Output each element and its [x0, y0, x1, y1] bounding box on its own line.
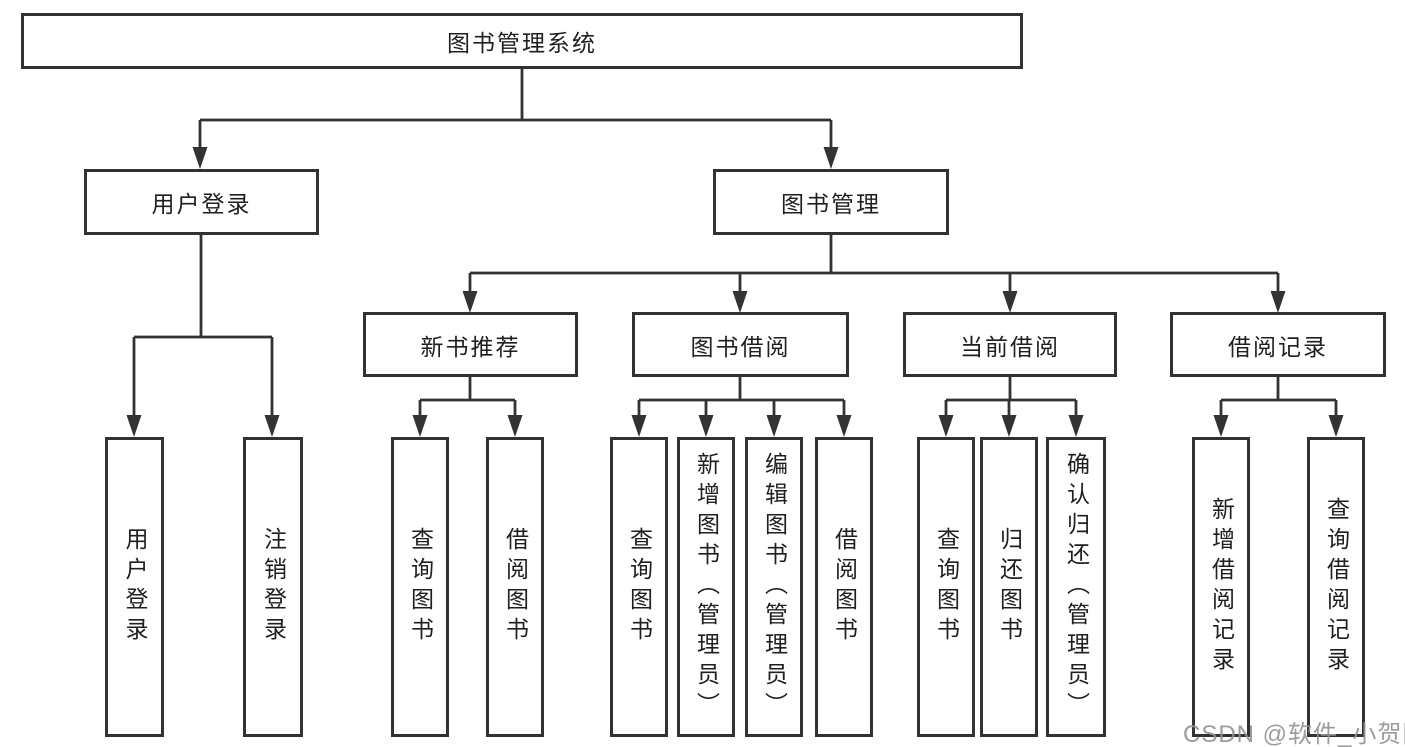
node-label: 编辑图书（管理员） — [761, 452, 788, 722]
leaf-query-book-borrowing: 查询图书 — [610, 437, 668, 737]
leaf-logout: 注销登录 — [243, 437, 303, 737]
leaf-confirm-return-admin: 确认归还（管理员） — [1046, 437, 1106, 737]
leaf-query-book-current: 查询图书 — [917, 437, 975, 737]
node-label: 借阅图书 — [502, 527, 529, 647]
node-label: 借阅记录 — [1228, 333, 1328, 360]
leaf-query-book-recommend: 查询图书 — [391, 437, 449, 737]
arrowheads — [126, 147, 1344, 437]
node-book-management-branch: 图书管理 — [713, 169, 949, 235]
leaf-add-book-admin: 新增图书（管理员） — [677, 437, 735, 737]
node-label: 新增借阅记录 — [1208, 497, 1235, 677]
node-label: 图书借阅 — [690, 333, 791, 360]
node-library-management-system: 图书管理系统 — [21, 13, 1023, 69]
leaf-user-login: 用户登录 — [105, 437, 164, 737]
node-label: 查询图书 — [933, 527, 960, 647]
leaf-edit-book-admin: 编辑图书（管理员） — [745, 437, 803, 737]
leaf-return-book: 归还图书 — [980, 437, 1038, 737]
node-label: 查询借阅记录 — [1323, 497, 1350, 677]
node-current-borrowing: 当前借阅 — [903, 312, 1117, 377]
node-label: 归还图书 — [996, 527, 1023, 647]
leaf-add-borrow-record: 新增借阅记录 — [1192, 437, 1250, 737]
node-label: 查询图书 — [626, 527, 653, 647]
node-label: 用户登录 — [151, 191, 252, 217]
leaf-borrow-book-recommend: 借阅图书 — [486, 437, 544, 737]
csdn-watermark: CSDN @软件_小贺同学 — [1183, 721, 1405, 747]
node-book-borrowing: 图书借阅 — [632, 312, 849, 377]
node-label: 借阅图书 — [831, 527, 858, 647]
node-label: 查询图书 — [407, 527, 434, 647]
node-label: 图书管理系统 — [447, 30, 597, 56]
leaf-query-borrow-record: 查询借阅记录 — [1307, 437, 1365, 737]
leaf-borrow-book: 借阅图书 — [815, 437, 873, 737]
node-label: 确认归还（管理员） — [1063, 452, 1090, 722]
node-label: 当前借阅 — [960, 333, 1060, 360]
node-label: 图书管理 — [781, 191, 881, 217]
node-new-book-recommend: 新书推荐 — [363, 312, 578, 377]
node-label: 用户登录 — [122, 527, 148, 647]
node-label: 注销登录 — [260, 527, 287, 647]
node-label: 新书推荐 — [420, 333, 521, 360]
node-label: 新增图书（管理员） — [693, 452, 720, 722]
node-borrowing-records: 借阅记录 — [1170, 312, 1386, 377]
node-user-login-branch: 用户登录 — [84, 169, 319, 235]
